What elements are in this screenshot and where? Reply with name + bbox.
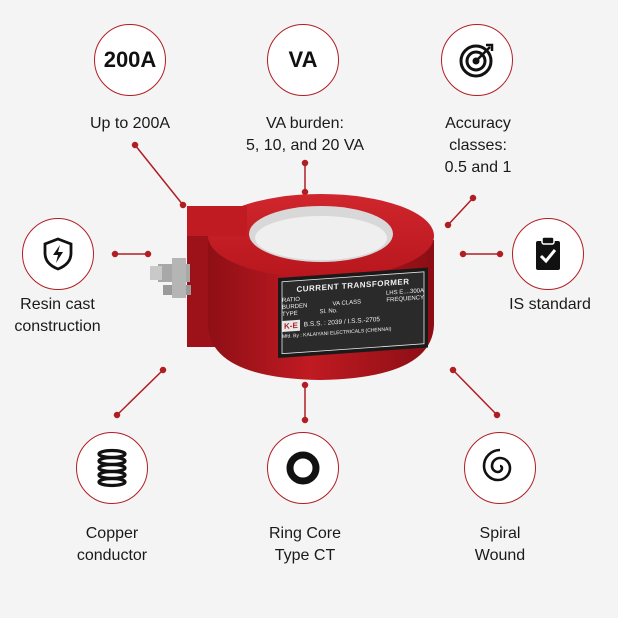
target-icon (459, 43, 494, 78)
clipboard-check-icon (536, 236, 560, 270)
feature-spiral-label: Spiral Wound (474, 525, 526, 564)
feature-copper-label: Copper conductor (76, 525, 148, 564)
feature-is-badge (512, 218, 584, 290)
nameplate-standard: B.S.S. : 2039 / I.S.S.-2705 (303, 316, 381, 329)
feature-resin-badge (22, 218, 94, 290)
feature-ring-badge (267, 432, 339, 504)
feature-accuracy-badge (441, 24, 513, 96)
spiral-icon (482, 448, 512, 482)
feature-va-label: VA burden: 5, 10, and 20 VA (245, 115, 364, 154)
feature-ring-label: Ring Core Type CT (268, 525, 342, 564)
feature-va-badge: VA (267, 24, 339, 96)
feature-accuracy-label: Accuracy classes: 0.5 and 1 (444, 115, 512, 176)
feature-is-label: IS standard (509, 296, 591, 313)
feature-200a-label: Up to 200A (89, 115, 171, 132)
ring-icon (286, 451, 320, 485)
va-icon-text: VA (288, 47, 318, 72)
feature-resin-label: Resin cast construction (14, 296, 101, 335)
nameplate-serial: Sl. No. (319, 308, 338, 316)
nameplate-text: CURRENT TRANSFORMER RATIO LHS E....300A … (282, 276, 424, 354)
feature-copper-badge (76, 432, 148, 504)
shield-bolt-icon (43, 237, 73, 271)
feature-spiral-badge (464, 432, 536, 504)
nameplate (278, 267, 428, 358)
terminal-bolts (150, 258, 191, 298)
coil-icon (97, 448, 127, 488)
feature-200a-badge: 200A (94, 24, 166, 96)
200a-icon-text: 200A (103, 47, 157, 72)
nameplate-type: TYPE (282, 310, 298, 318)
nameplate-logo: K-E (282, 319, 300, 332)
